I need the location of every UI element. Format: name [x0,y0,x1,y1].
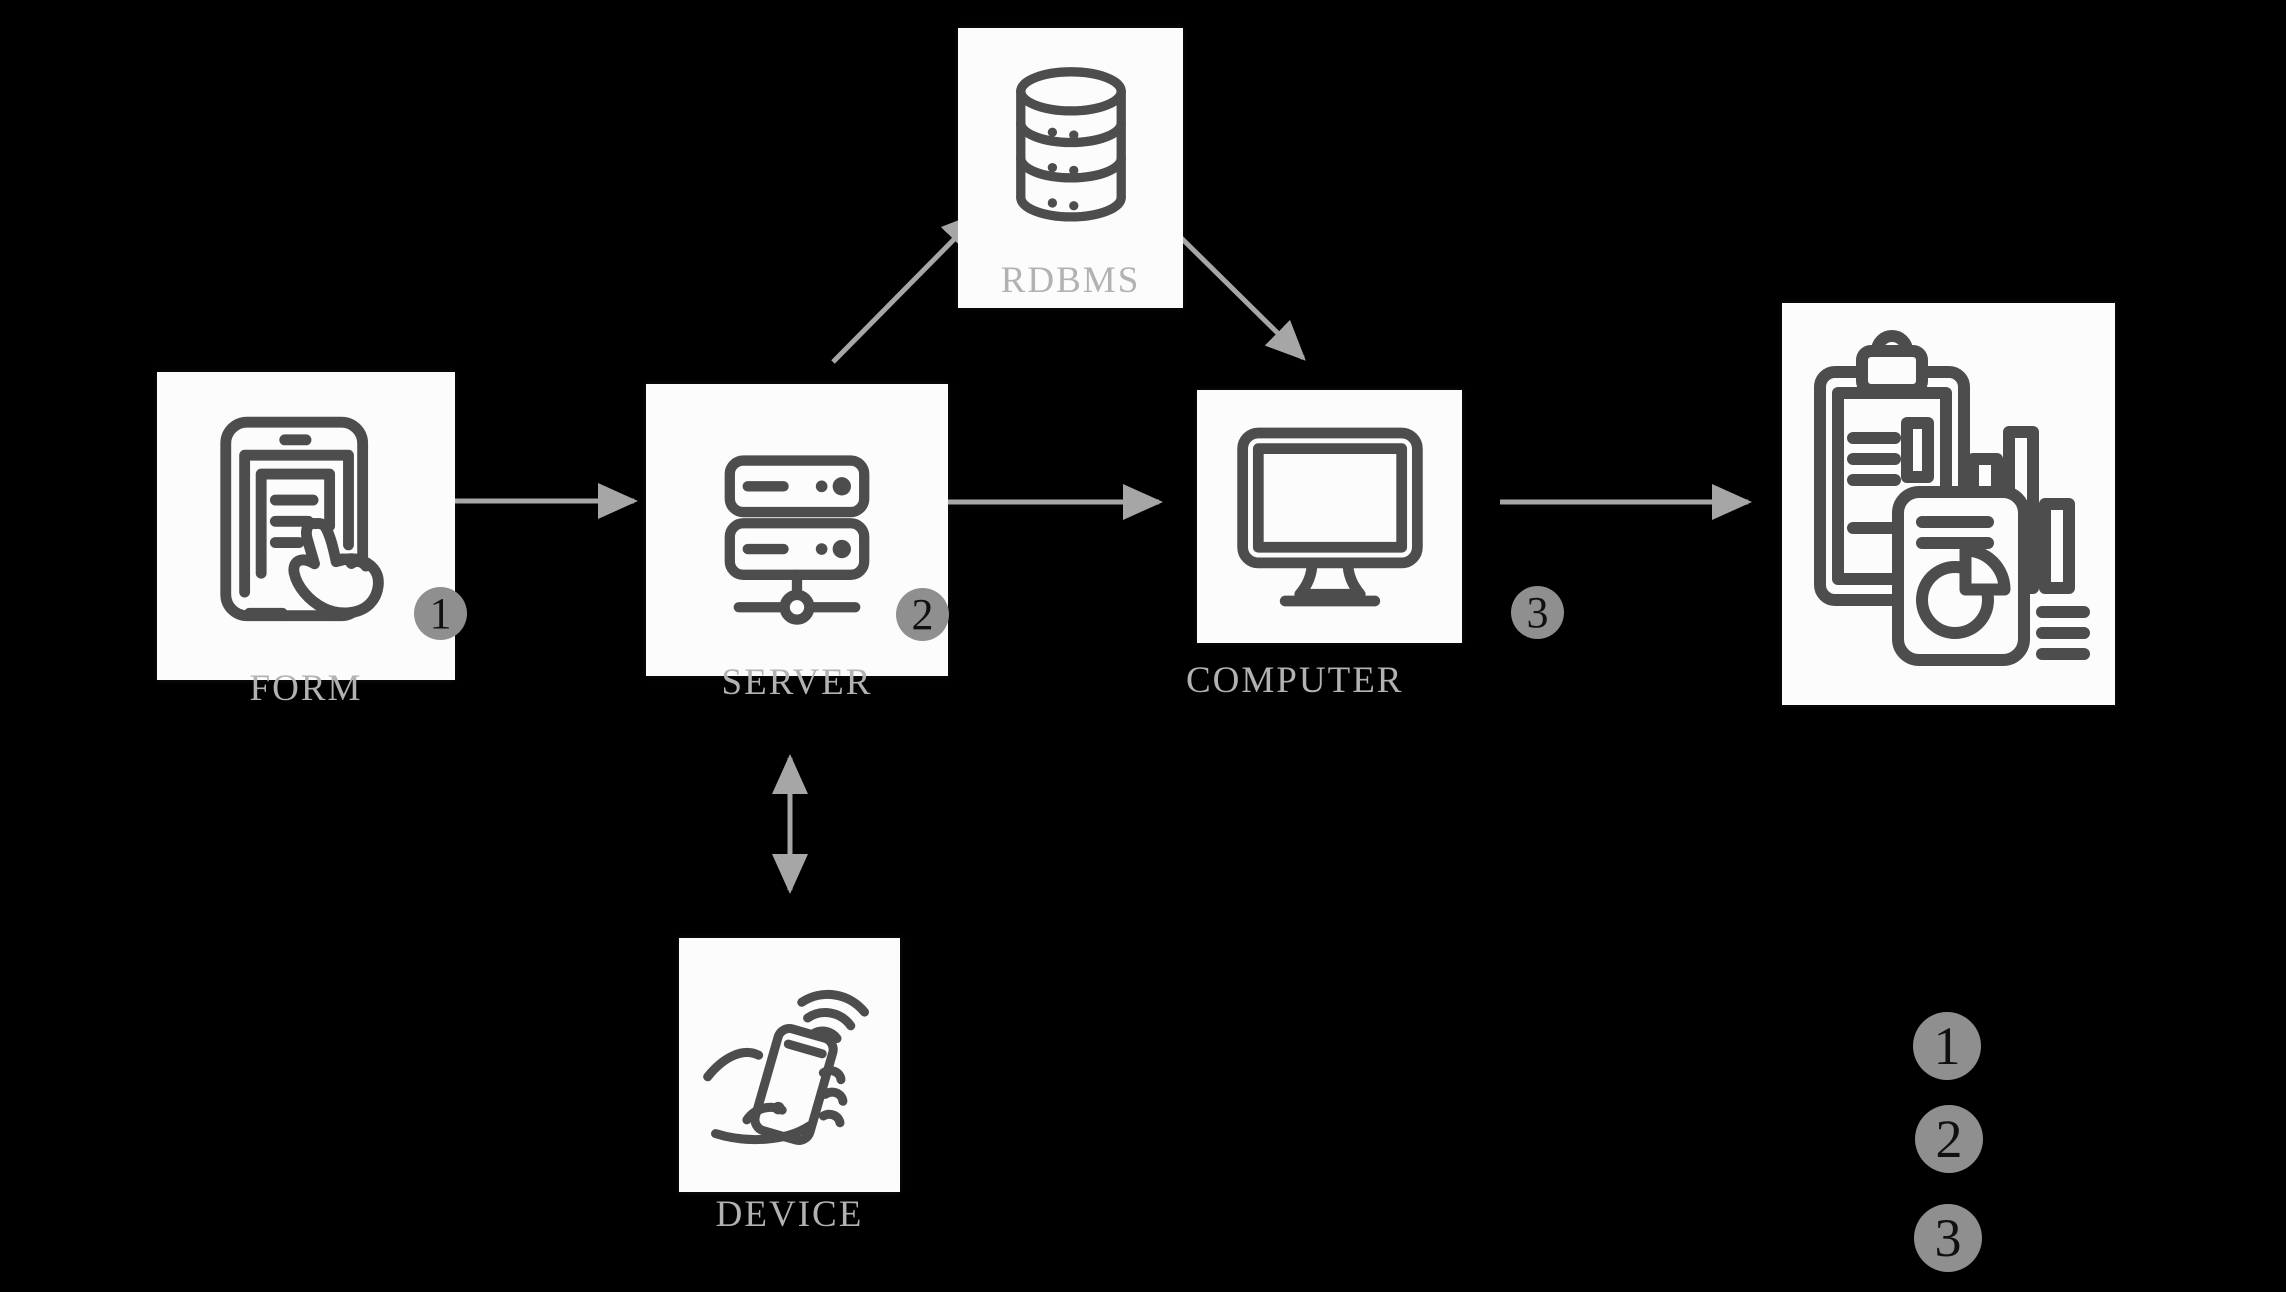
form-label: FORM [249,668,363,709]
computer-label: COMPUTER [1186,660,1404,701]
node-device [679,938,900,1192]
server-rack-icon [724,455,870,625]
legend-badge-1-number: 1 [1933,1016,1961,1076]
step-badge-2-number: 2 [911,590,934,639]
legend-badge-2-number: 2 [1935,1109,1963,1169]
step-badge-1: 1 [414,587,467,640]
legend-badge-1: 1 [1913,1012,1981,1080]
step-badge-3: 3 [1511,586,1564,639]
device-label: DEVICE [715,1194,864,1235]
legend-badge-3-number: 3 [1934,1208,1962,1268]
legend-badge-2: 2 [1915,1105,1983,1173]
form-tablet-touch-icon [220,416,384,622]
legend-badge-3: 3 [1914,1204,1982,1272]
arrow-server-to-rdbms [831,211,982,364]
step-badge-1-number: 1 [429,589,452,638]
step-badge-3-number: 3 [1526,588,1549,637]
desktop-monitor-icon [1236,427,1423,606]
node-rdbms [958,28,1183,308]
hand-mobile-device-icon [702,989,869,1145]
node-computer [1197,390,1462,643]
node-form [157,372,455,680]
arrow-rdbms-to-computer [1161,218,1306,361]
node-report [1782,303,2115,705]
database-cylinder-icon [1015,67,1126,222]
rdbms-label: RDBMS [1000,260,1141,301]
report-analytics-icon [1813,330,2090,666]
server-label: SERVER [721,662,873,703]
node-server [646,384,948,676]
step-badge-2: 2 [896,588,949,641]
